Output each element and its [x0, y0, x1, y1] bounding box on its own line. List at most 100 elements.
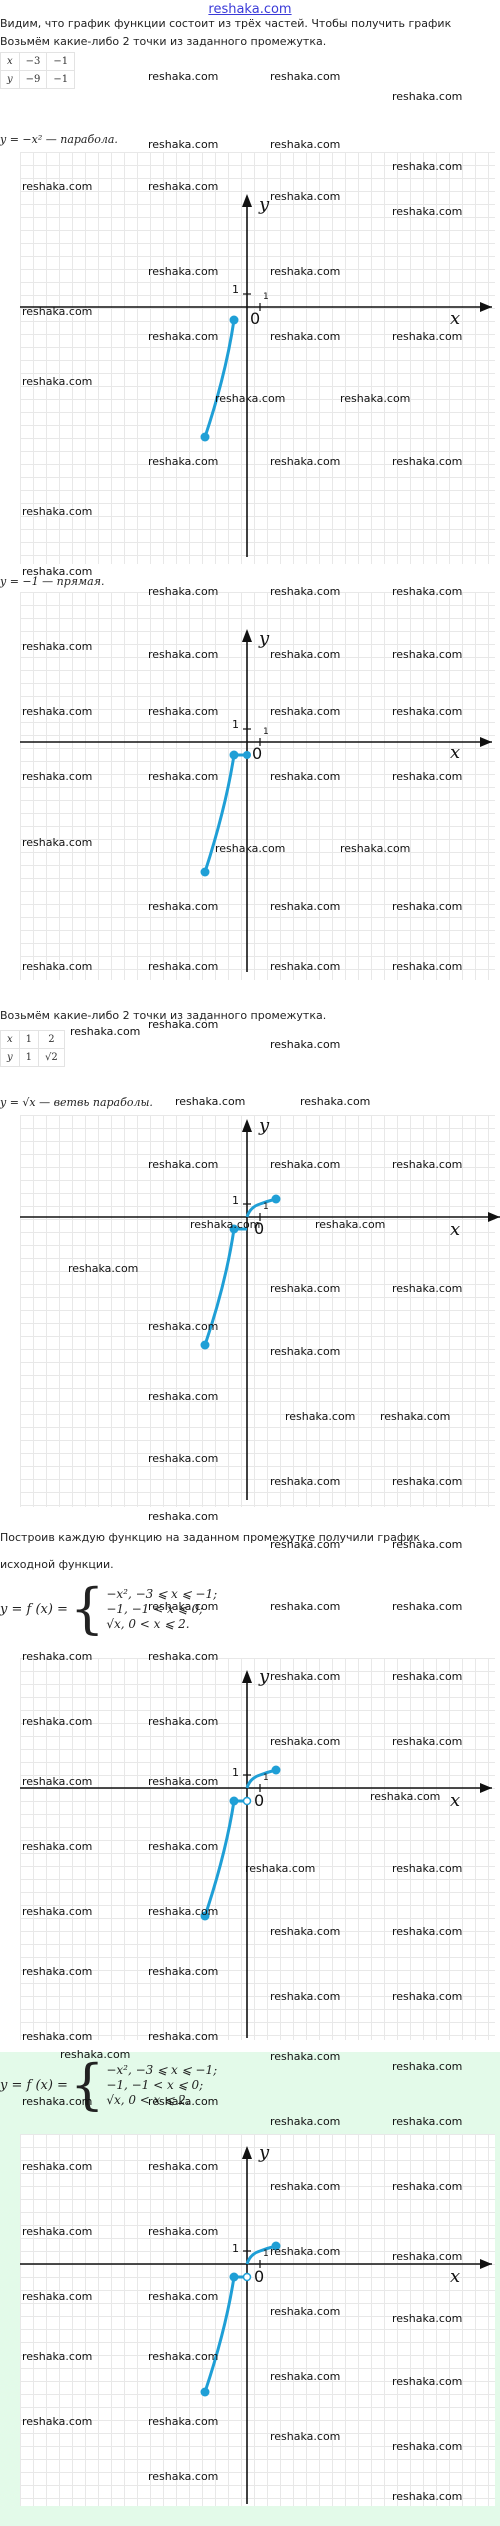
watermark-text: reshaka.com — [148, 1840, 219, 1853]
watermark-text: reshaka.com — [148, 2160, 219, 2173]
watermark-text: reshaka.com — [148, 1018, 219, 1031]
graph-line: x y 0 1 1 — [0, 592, 500, 980]
watermark-text: reshaka.com — [392, 160, 463, 173]
watermark-text: reshaka.com — [392, 2115, 463, 2128]
watermark-text: reshaka.com — [148, 2350, 219, 2363]
watermark-text: reshaka.com — [392, 770, 463, 783]
watermark-text: reshaka.com — [22, 1715, 93, 1728]
watermark-text: reshaka.com — [270, 1158, 341, 1171]
watermark-text: reshaka.com — [270, 2180, 341, 2193]
answer-system: y = f (x) = { −x², −3 ⩽ x ⩽ −1; −1, −1 <… — [0, 2053, 218, 2116]
site-title[interactable]: reshaka.com — [208, 2, 292, 17]
watermark-text: reshaka.com — [22, 2225, 93, 2238]
watermark-text: reshaka.com — [148, 1158, 219, 1171]
tick-label: 1 — [232, 1194, 239, 1207]
watermark-text: reshaka.com — [392, 648, 463, 661]
tick-label: 1 — [263, 1773, 269, 1783]
watermark-text: reshaka.com — [148, 1905, 219, 1918]
parabola-label: y = −x² — парабола. — [0, 133, 118, 146]
watermark-text: reshaka.com — [60, 2048, 131, 2061]
watermark-text: reshaka.com — [392, 900, 463, 913]
watermark-text: reshaka.com — [148, 1965, 219, 1978]
watermark-text: reshaka.com — [215, 842, 286, 855]
table-cell: 1 — [18, 1048, 40, 1067]
watermark-text: reshaka.com — [22, 2290, 93, 2303]
watermark-text: reshaka.com — [175, 1095, 246, 1108]
watermark-text: reshaka.com — [270, 1475, 341, 1488]
watermark-text: reshaka.com — [148, 455, 219, 468]
graph-svg — [20, 1670, 492, 2038]
watermark-text: reshaka.com — [190, 1218, 261, 1231]
watermark-text: reshaka.com — [270, 2115, 341, 2128]
watermark-text: reshaka.com — [392, 2440, 463, 2453]
watermark-text: reshaka.com — [148, 1320, 219, 1333]
table-x-label: x — [0, 52, 20, 71]
y-axis-label: y — [259, 628, 270, 649]
watermark-text: reshaka.com — [392, 1735, 463, 1748]
origin-label: 0 — [254, 1219, 265, 1238]
tick-label: 1 — [232, 718, 239, 731]
watermark-text: reshaka.com — [148, 2225, 219, 2238]
watermark-text: reshaka.com — [392, 2375, 463, 2388]
watermark-text: reshaka.com — [148, 1510, 219, 1523]
watermark-text: reshaka.com — [392, 330, 463, 343]
watermark-text: reshaka.com — [270, 2050, 341, 2063]
watermark-text: reshaka.com — [392, 2250, 463, 2263]
origin-label: 0 — [254, 2267, 265, 2286]
y-axis-label: y — [259, 1115, 270, 1136]
origin-label: 0 — [252, 744, 263, 763]
watermark-text: reshaka.com — [392, 205, 463, 218]
line-label: y = −1 — прямая. — [0, 575, 105, 588]
graph-svg — [20, 629, 492, 972]
y-axis-label: y — [259, 1666, 270, 1687]
watermark-text: reshaka.com — [70, 1025, 141, 1038]
watermark-text: reshaka.com — [392, 1925, 463, 1938]
system-lhs: y = f (x) = — [0, 1601, 68, 1617]
table-cell: 2 — [38, 1030, 65, 1049]
watermark-text: reshaka.com — [148, 648, 219, 661]
conclusion-line-1: Построив каждую функцию на заданном пром… — [0, 1531, 421, 1544]
x-axis-label: x — [450, 308, 461, 329]
graph-parabola: x y 0 1 1 — [0, 152, 500, 564]
answer-block: y = f (x) = { −x², −3 ⩽ x ⩽ −1; −1, −1 <… — [0, 2052, 500, 2526]
watermark-text: reshaka.com — [392, 2060, 463, 2073]
watermark-text: reshaka.com — [148, 138, 219, 151]
watermark-text: reshaka.com — [392, 2490, 463, 2503]
watermark-text: reshaka.com — [285, 1410, 356, 1423]
intro-line-1: Видим, что график функции состоит из трё… — [0, 17, 452, 30]
system-case: √x, 0 < x ⩽ 2. — [106, 2092, 190, 2107]
system-case: −x², −3 ⩽ x ⩽ −1; — [106, 2062, 218, 2077]
x-axis-label: x — [450, 1790, 461, 1811]
watermark-text: reshaka.com — [148, 1452, 219, 1465]
intro-2: Возьмём какие-либо 2 точки из заданного … — [0, 1009, 327, 1022]
watermark-text: reshaka.com — [270, 70, 341, 83]
origin-label: 0 — [254, 1791, 265, 1810]
answer-graph: x y 0 1 1 — [0, 2134, 500, 2506]
watermark-text: reshaka.com — [215, 392, 286, 405]
watermark-text: reshaka.com — [270, 585, 341, 598]
watermark-text: reshaka.com — [270, 1600, 341, 1613]
system-case: −x², −3 ⩽ x ⩽ −1; — [106, 1586, 218, 1601]
watermark-text: reshaka.com — [392, 1670, 463, 1683]
watermark-text: reshaka.com — [392, 1538, 463, 1551]
origin-label: 0 — [250, 309, 261, 328]
watermark-text: reshaka.com — [392, 90, 463, 103]
watermark-text: reshaka.com — [270, 1670, 341, 1683]
watermark-text: reshaka.com — [148, 1775, 219, 1788]
watermark-text: reshaka.com — [148, 960, 219, 973]
watermark-text: reshaka.com — [380, 1410, 451, 1423]
graph-svg — [20, 194, 492, 557]
watermark-text: reshaka.com — [270, 2430, 341, 2443]
watermark-text: reshaka.com — [270, 1538, 341, 1551]
watermark-text: reshaka.com — [22, 1905, 93, 1918]
watermark-text: reshaka.com — [392, 1600, 463, 1613]
watermark-text: reshaka.com — [22, 705, 93, 718]
system-case: √x, 0 < x ⩽ 2. — [106, 1616, 190, 1631]
watermark-text: reshaka.com — [270, 1925, 341, 1938]
watermark-text: reshaka.com — [392, 455, 463, 468]
x-axis-label: x — [450, 2266, 461, 2287]
watermark-text: reshaka.com — [270, 190, 341, 203]
tick-label: 1 — [263, 292, 269, 302]
watermark-text: reshaka.com — [148, 265, 219, 278]
